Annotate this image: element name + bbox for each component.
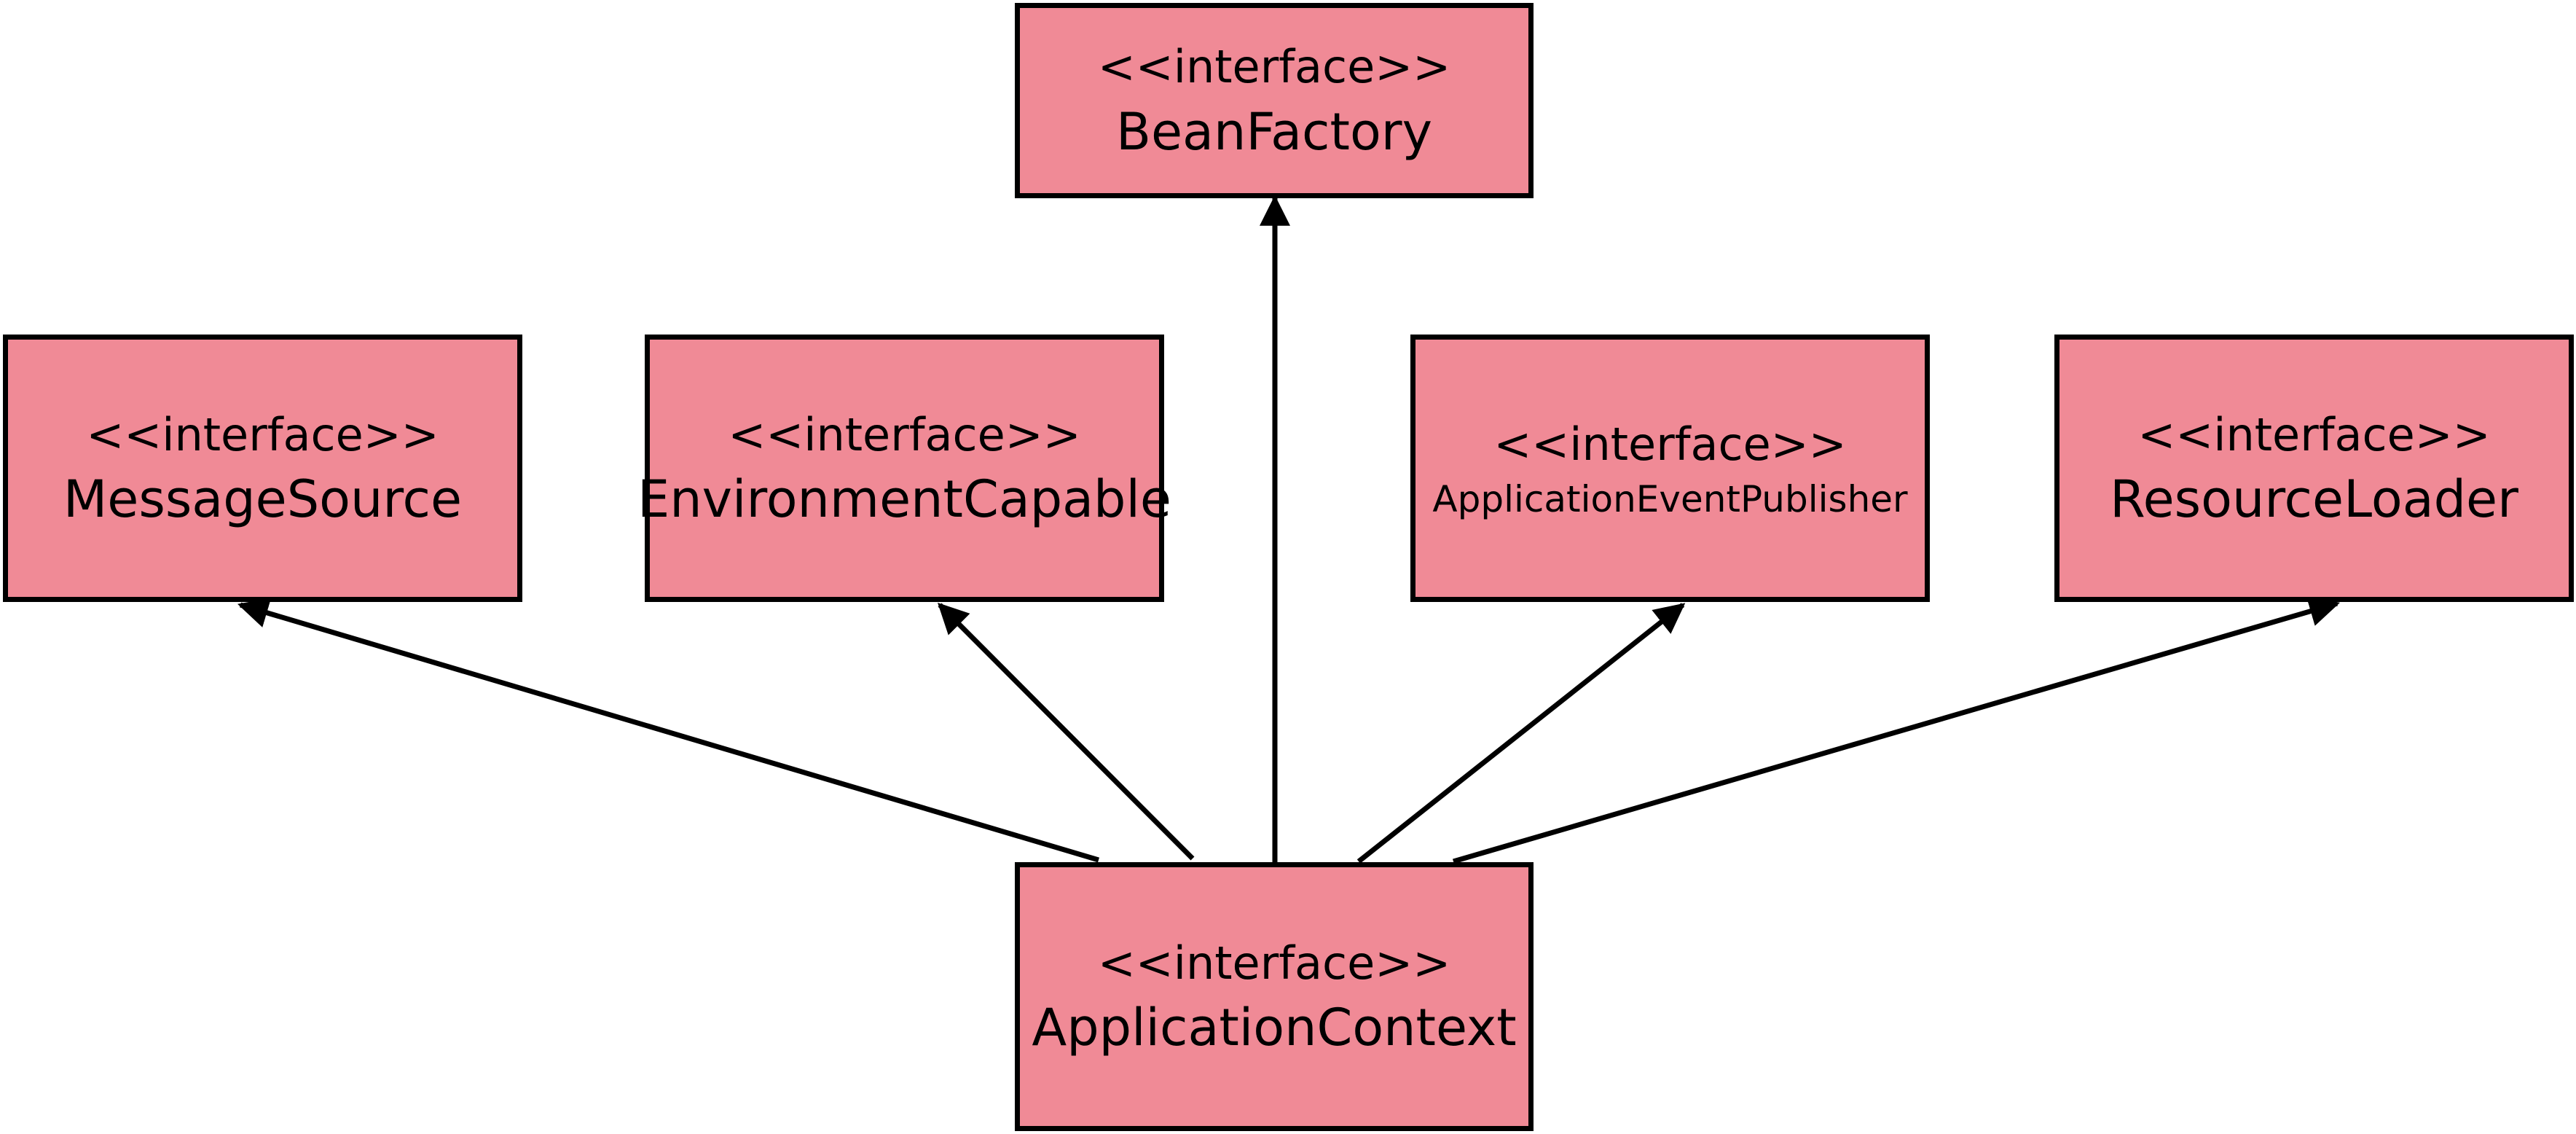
arrow-to-resource-loader bbox=[1453, 596, 2341, 864]
resource-loader-box: <<interface>> ResourceLoader bbox=[2054, 335, 2574, 602]
environment-capable-box: <<interface>> EnvironmentCapable bbox=[637, 335, 1171, 602]
arrow-to-application-event-publisher bbox=[1356, 603, 1686, 864]
arrow-to-environment-capable bbox=[938, 603, 1195, 861]
message-source-stereotype: <<interface>> bbox=[86, 407, 439, 461]
resource-loader-name: ResourceLoader bbox=[2110, 469, 2518, 530]
application-event-publisher-name: ApplicationEventPublisher bbox=[1432, 478, 1908, 521]
message-source-name: MessageSource bbox=[63, 469, 463, 530]
bean-factory-stereotype: <<interface>> bbox=[1097, 40, 1451, 94]
arrow-to-message-source bbox=[237, 598, 1099, 863]
message-source-box: <<interface>> MessageSource bbox=[3, 335, 522, 602]
environment-capable-stereotype: <<interface>> bbox=[728, 407, 1081, 461]
bean-factory-name: BeanFactory bbox=[1115, 101, 1433, 162]
application-event-publisher-box: <<interface>> ApplicationEventPublisher bbox=[1410, 335, 1930, 602]
bean-factory-box: <<interface>> BeanFactory bbox=[1015, 3, 1534, 198]
application-context-name: ApplicationContext bbox=[1032, 998, 1517, 1058]
application-event-publisher-stereotype: <<interface>> bbox=[1493, 417, 1847, 471]
environment-capable-name: EnvironmentCapable bbox=[637, 469, 1172, 530]
application-context-box: <<interface>> ApplicationContext bbox=[1015, 862, 1534, 1131]
resource-loader-stereotype: <<interface>> bbox=[2137, 407, 2491, 461]
application-context-stereotype: <<interface>> bbox=[1097, 936, 1451, 990]
